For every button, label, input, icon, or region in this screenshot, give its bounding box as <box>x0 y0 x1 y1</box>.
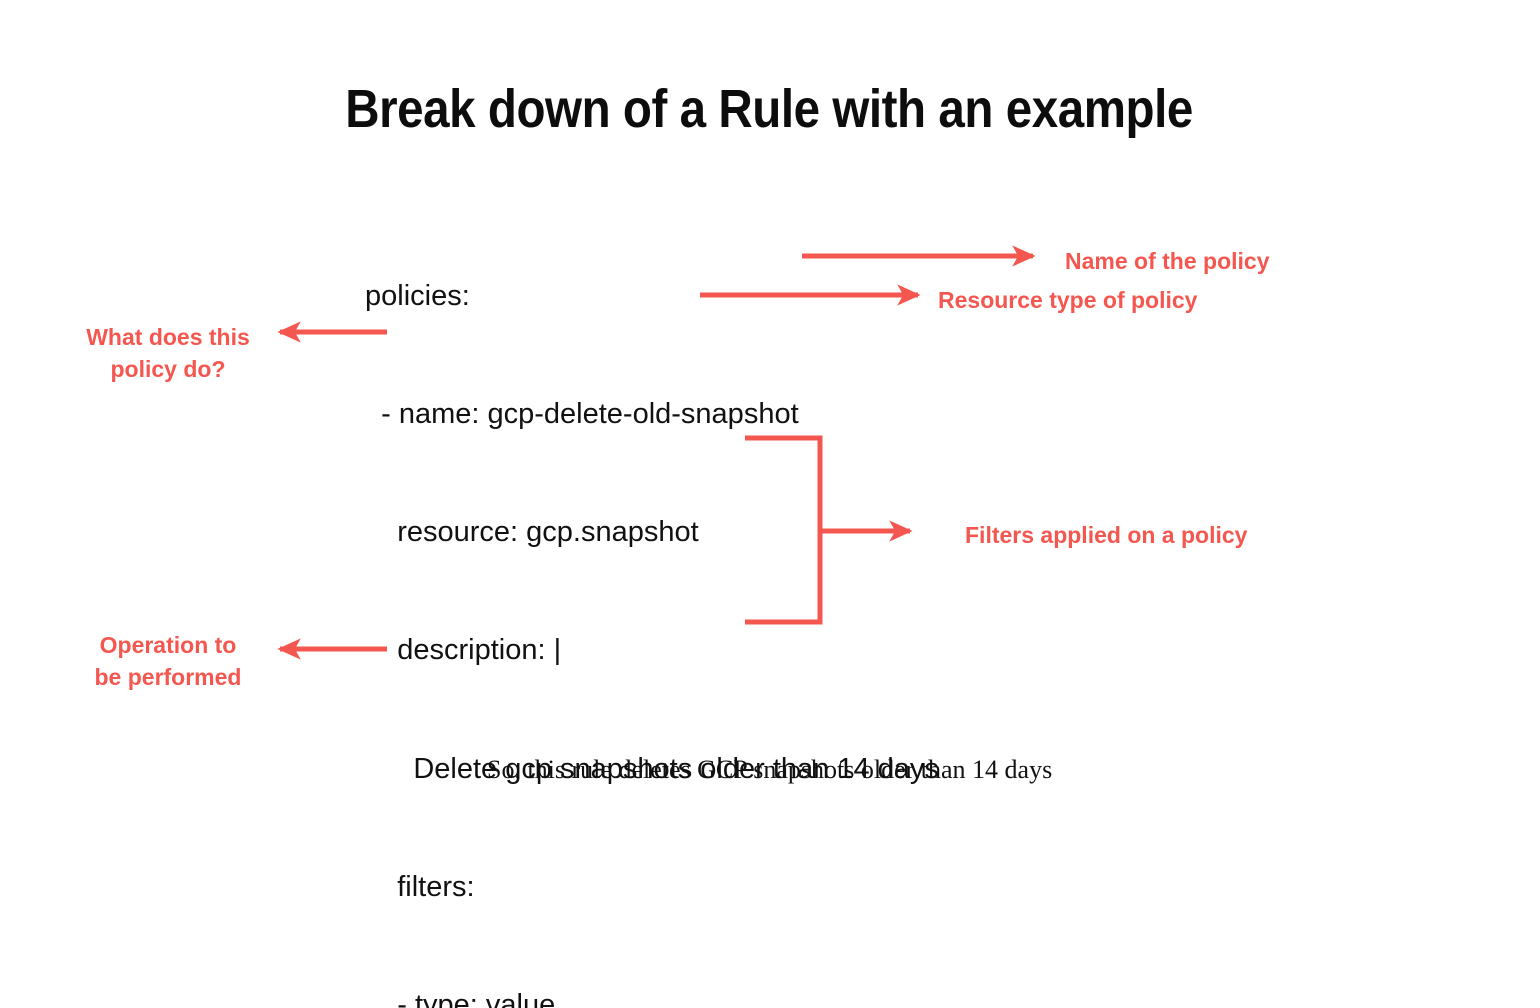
yaml-line: description: | <box>365 634 562 667</box>
yaml-line: - name: gcp-delete-old-snapshot <box>365 398 799 431</box>
yaml-line: filters: <box>365 870 475 903</box>
annotation-label-name-of-policy: Name of the policy <box>1065 248 1270 274</box>
yaml-line: - type: value <box>365 989 556 1008</box>
annotation-label-what-does-policy-do: What does this policy do? <box>86 324 250 382</box>
yaml-line: policies: <box>365 279 470 312</box>
annotation-label-filters-applied: Filters applied on a policy <box>965 522 1248 548</box>
summary-caption: So, this rule deletes GCP snapshots olde… <box>487 755 1053 784</box>
yaml-line: resource: gcp.snapshot <box>365 516 699 549</box>
yaml-line: Delete gcp snapshots older than 14 days <box>365 752 939 785</box>
annotation-label-operation-performed: Operation to be performed <box>94 632 242 690</box>
page-title: Break down of a Rule with an example <box>345 79 1193 139</box>
yaml-code-block: policies: - name: gcp-delete-old-snapsho… <box>365 198 939 1008</box>
annotation-label-resource-type: Resource type of policy <box>938 287 1198 313</box>
